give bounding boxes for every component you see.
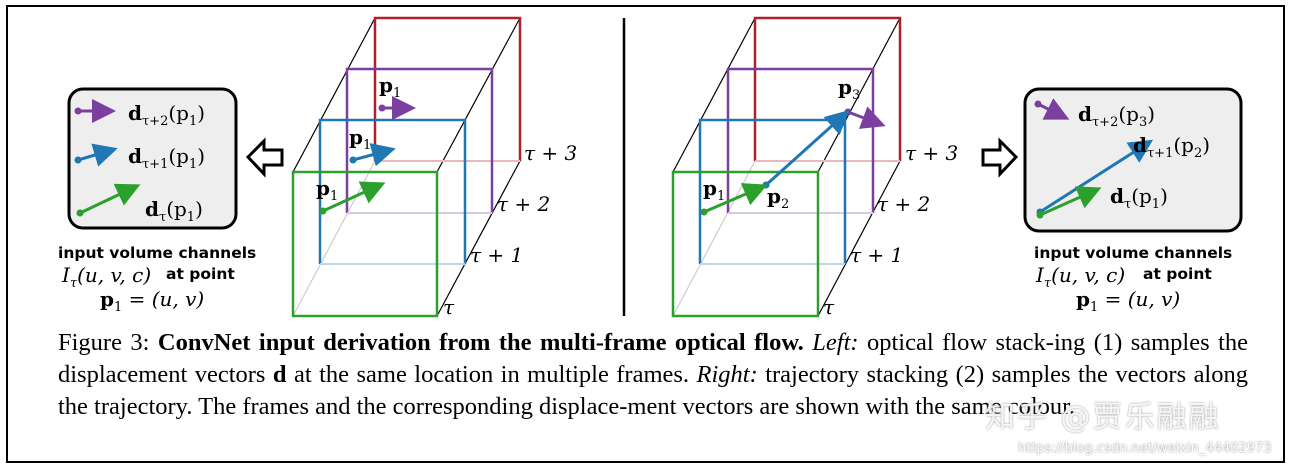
legend-label-tau2: dτ+2(p1) xyxy=(128,101,205,129)
caption-title: ConvNet input derivation from the multi-… xyxy=(157,329,804,356)
left-point-label-blue: p1 xyxy=(349,125,371,153)
left-point-expr: p1 = (u, v) xyxy=(100,287,204,315)
left-frame-label-tau: τ xyxy=(443,295,455,319)
caption-left-text-2: at the same location in multiple frames. xyxy=(286,361,697,388)
left-frame-label-tau3: τ + 3 xyxy=(524,141,577,165)
right-legend-label-tau1: dτ+1(p2) xyxy=(1133,133,1210,161)
caption-right-text: trajectory stacking (2) samples the vect… xyxy=(58,361,1248,420)
watermark-url: https://blog.csdn.net/weixin_44402973 xyxy=(1018,441,1272,456)
right-legend-label-tau: dτ(p1) xyxy=(1110,184,1168,212)
left-point-label-green: p1 xyxy=(316,176,338,204)
left-frame-label-tau1: τ + 1 xyxy=(470,243,523,267)
watermark-text: 知乎 @贾乐融融 xyxy=(985,400,1221,435)
caption-label: Figure 3: xyxy=(58,329,150,356)
left-legend-panel: dτ+2(p1) dτ+1(p1) dτ(p1) xyxy=(67,87,238,230)
left-at-point: at point xyxy=(166,265,235,283)
right-frame-stack xyxy=(671,16,902,318)
right-frame-label-tau1: τ + 1 xyxy=(850,243,903,267)
right-legend-label-tau2: dτ+2(p3) xyxy=(1078,102,1155,130)
figure-caption: Figure 3: ConvNet input derivation from … xyxy=(58,327,1248,423)
caption-left-label: Left: xyxy=(812,329,859,356)
left-point-label-purple: p1 xyxy=(379,73,401,101)
right-frame-label-tau2: τ + 2 xyxy=(877,192,930,216)
right-legend-panel: dτ+2(p3) dτ+1(p2) dτ(p1) xyxy=(1023,87,1243,233)
right-at-point: at point xyxy=(1143,265,1212,283)
right-arrow-icon xyxy=(981,137,1019,178)
legend-arrow-blue xyxy=(77,143,118,167)
right-point-label-p3: p3 xyxy=(838,75,860,103)
right-frame-label-tau3: τ + 3 xyxy=(905,141,958,165)
left-frame-stack xyxy=(291,16,522,318)
right-point-label-p1: p1 xyxy=(703,176,725,204)
right-frame-label-tau: τ xyxy=(823,295,835,319)
legend-label-tau: dτ(p1) xyxy=(145,197,203,225)
left-channels-title: input volume channels xyxy=(58,244,256,262)
legend-arrow-green xyxy=(79,183,141,215)
caption-right-label: Right: xyxy=(696,361,758,388)
caption-left-text-1: optical flow stack-ing (1) samples the d… xyxy=(58,329,1249,388)
figure-diagram: dτ+2(p1) dτ+1(p1) dτ(p1) input volume ch… xyxy=(58,16,1243,319)
right-point-label-p2: p2 xyxy=(767,184,789,212)
caption-d-symbol: d xyxy=(272,361,287,388)
right-point-expr: p1 = (u, v) xyxy=(1076,287,1180,315)
figure-border xyxy=(6,5,1285,463)
right-channel-expr: Iτ(u, v, c) xyxy=(1035,263,1125,291)
left-channel-expr: Iτ(u, v, c) xyxy=(61,263,151,291)
legend-label-tau1: dτ+1(p1) xyxy=(128,144,205,172)
left-arrow-icon xyxy=(245,137,284,178)
left-frame-label-tau2: τ + 2 xyxy=(497,192,550,216)
right-channels-title: input volume channels xyxy=(1034,244,1232,262)
